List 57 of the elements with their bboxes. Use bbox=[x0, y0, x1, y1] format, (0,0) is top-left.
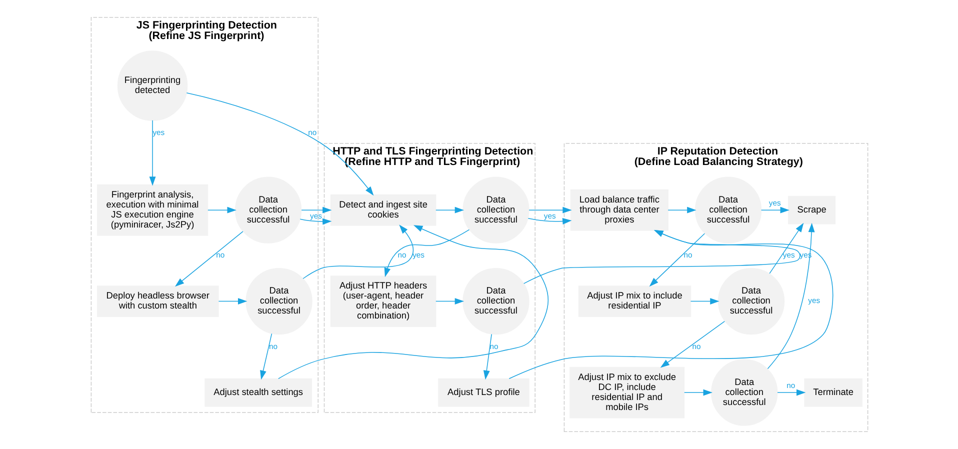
edge-label: no bbox=[692, 342, 700, 351]
arrow bbox=[218, 298, 247, 305]
arrow bbox=[690, 298, 719, 305]
arrow bbox=[207, 206, 236, 214]
arrow bbox=[648, 233, 705, 287]
node-box: Terminate bbox=[804, 378, 862, 407]
edge-label: yes bbox=[808, 296, 820, 306]
arrow bbox=[482, 334, 492, 380]
edge-label: no bbox=[308, 128, 316, 137]
arrow bbox=[522, 230, 800, 284]
node-circle: Fingerprinting detected bbox=[116, 50, 188, 121]
arrow bbox=[302, 224, 414, 279]
arrow bbox=[278, 225, 548, 380]
edge-label: yes bbox=[412, 250, 424, 260]
arrow bbox=[527, 206, 572, 224]
node-box: Adjust IP mix to exclude DC IP, include residential IP and mobile IPs bbox=[569, 366, 684, 418]
arrow bbox=[384, 229, 470, 278]
arrow bbox=[766, 222, 814, 370]
node-circle: Data collection successful bbox=[234, 176, 302, 244]
arrow bbox=[760, 206, 789, 214]
node-box: Deploy headless browser with custom stealth bbox=[96, 286, 218, 318]
node-box: Fingerprint analysis, execution with minimal JS execution engine (pyminiracer, Js2Py) bbox=[96, 184, 208, 236]
node-circle: Data collection successful bbox=[462, 176, 529, 244]
arrow bbox=[660, 320, 725, 368]
arrow bbox=[508, 230, 833, 380]
edge-label: no bbox=[489, 342, 498, 351]
edge-label: no bbox=[683, 250, 692, 260]
edge-label: yes bbox=[543, 212, 556, 221]
node-box: Scrape bbox=[788, 196, 836, 224]
arrow bbox=[683, 389, 712, 396]
arrow bbox=[435, 298, 464, 305]
edge-label: yes bbox=[768, 198, 780, 208]
node-box: Adjust HTTP headers (user-agent, header order, header combination) bbox=[330, 276, 436, 327]
node-box: Adjust TLS profile bbox=[438, 378, 529, 407]
arrow bbox=[776, 389, 806, 396]
node-circle: Data collection successful bbox=[694, 176, 762, 244]
arrow bbox=[435, 206, 464, 214]
arrow bbox=[667, 206, 696, 214]
node-box: Load balance traffic through data center proxies bbox=[570, 189, 668, 231]
node-box: Adjust IP mix to include residential IP bbox=[578, 286, 691, 318]
node-box: Detect and ingest site cookies bbox=[330, 194, 436, 226]
node-circle: Data collection successful bbox=[717, 268, 784, 335]
node-box: Adjust stealth settings bbox=[204, 378, 312, 407]
arrow bbox=[174, 231, 243, 287]
node-circle: Data collection successful bbox=[462, 268, 529, 335]
edge-label: no bbox=[786, 380, 795, 390]
node-circle: Data collection successful bbox=[245, 268, 312, 335]
arrow bbox=[148, 120, 156, 186]
edge-label: no bbox=[397, 250, 406, 260]
edge-label: no bbox=[216, 250, 224, 260]
arrow bbox=[768, 222, 804, 274]
arrow bbox=[299, 206, 332, 225]
edge-label: yes bbox=[782, 250, 794, 260]
edge-label: no bbox=[268, 342, 278, 351]
arrow bbox=[260, 333, 272, 380]
arrow bbox=[186, 92, 374, 196]
node-circle: Data collection successful bbox=[710, 359, 778, 426]
